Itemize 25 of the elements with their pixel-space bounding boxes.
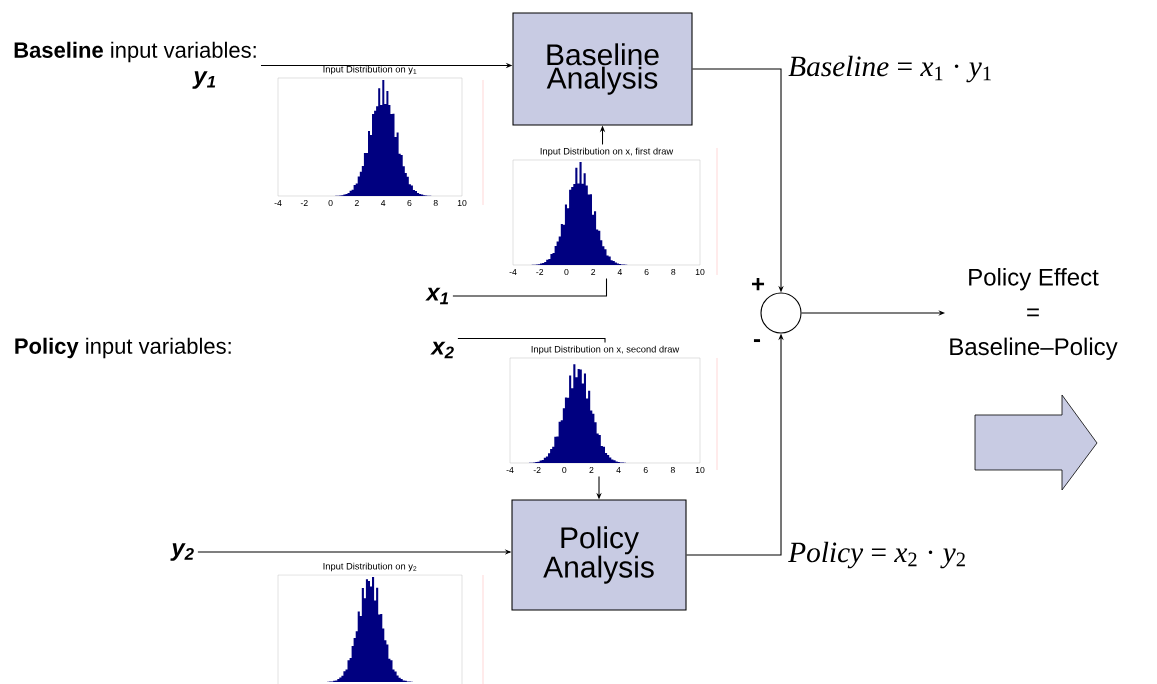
variable-label: x$_{2}$ (430, 341, 454, 359)
edge-label: Baseline = x$_{1}$ · y$_{1}$ (786, 54, 995, 84)
plus-sign: + (752, 277, 765, 291)
minus-sign: - (753, 339, 761, 343)
process-box: Baseline Analysis (512, 12, 693, 126)
chart-title: Input Distribution on y$_{1}$ (323, 65, 417, 75)
chart-title: Input Distribution on x, second draw (531, 345, 680, 355)
tick-label: 2 (589, 467, 594, 473)
tick-label: 10 (695, 466, 705, 474)
tick-label: 10 (457, 199, 467, 207)
variable-label: y$_{1}$ (192, 71, 216, 89)
tick-label: -4 (274, 200, 282, 206)
plain-text: Policy input variables: (15, 337, 231, 359)
variable-label: x$_{1}$ (425, 287, 449, 305)
process-box: Policy Analysis (511, 499, 687, 611)
summing-circle (760, 292, 802, 334)
tick-label: -4 (506, 467, 514, 473)
variable-label: y$_{2}$ (170, 543, 194, 561)
chart-title: Input Distribution on y$_{2}$ (323, 562, 417, 572)
edge-label: Policy = x$_{2}$ · y$_{2}$ (786, 540, 969, 570)
chart-title: Input Distribution on x, first draw (540, 147, 674, 157)
plain-text: Baseline input variables: (14, 41, 256, 63)
tick-label: 10 (695, 268, 705, 276)
result-text: Policy Effect = Baseline–Policy (950, 268, 1118, 360)
tick-label: -4 (509, 269, 517, 275)
